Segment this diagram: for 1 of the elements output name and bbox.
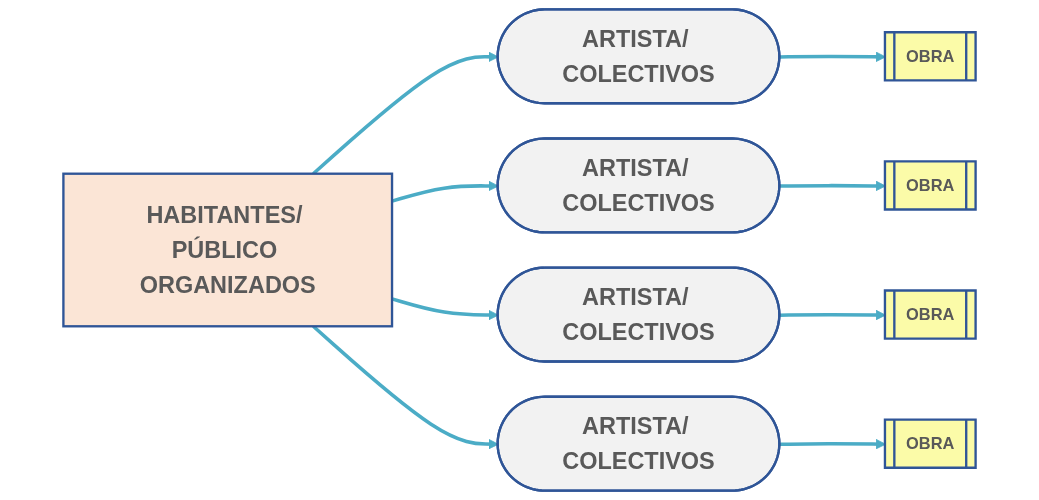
node-box: HABITANTES/ PÚBLICO ORGANIZADOS — [62, 172, 394, 328]
